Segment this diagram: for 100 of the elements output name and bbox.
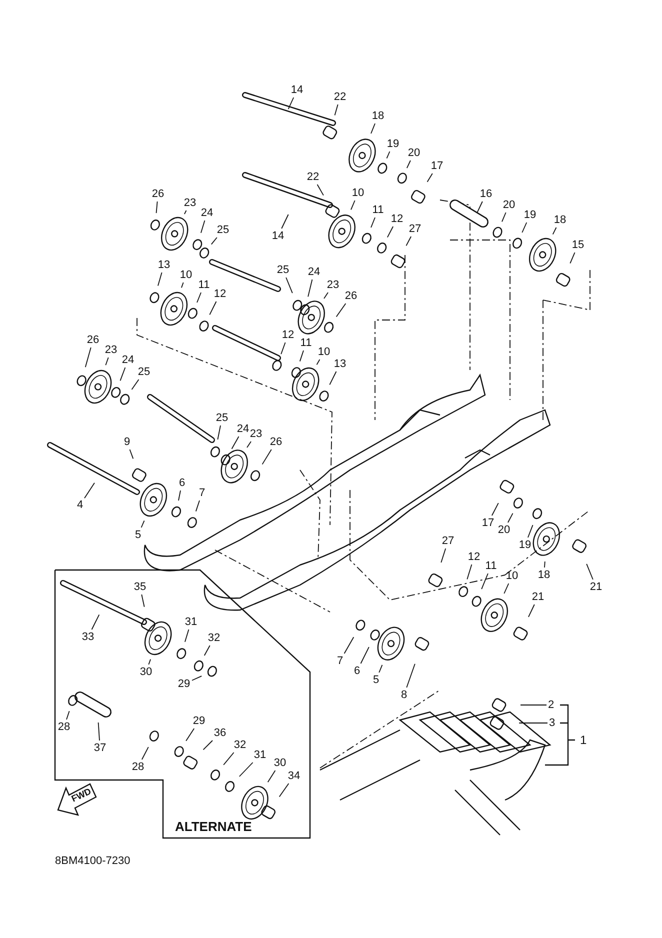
leader-line	[329, 371, 337, 386]
leader-line	[141, 594, 145, 608]
leader-line	[476, 201, 483, 213]
callout-number: 7	[198, 486, 206, 500]
leader-line	[98, 722, 100, 741]
callout-number: 17	[430, 159, 444, 173]
leader-line	[316, 359, 320, 366]
callout-number: 17	[482, 516, 494, 530]
leader-line	[195, 500, 200, 512]
leader-line	[466, 564, 472, 580]
callout-number: 24	[236, 422, 250, 436]
callout-number: 30	[140, 665, 152, 679]
callout-number: 25	[138, 365, 150, 379]
callout-number: 25	[276, 263, 290, 277]
leader-line	[299, 350, 304, 362]
leader-line	[528, 604, 535, 618]
direction-text: FWD	[70, 786, 93, 804]
leader-line	[148, 658, 151, 665]
leader-line	[288, 97, 294, 110]
callout-number: 23	[104, 343, 118, 357]
callout-number: 33	[82, 630, 94, 644]
callout-number: 6	[178, 476, 186, 490]
leader-line	[120, 367, 126, 382]
leader-line	[308, 279, 313, 298]
leader-line	[481, 573, 488, 590]
callout-number: 26	[86, 333, 100, 347]
leader-line	[181, 282, 184, 288]
callout-number: 18	[372, 109, 384, 123]
leader-line	[586, 563, 594, 580]
callout-number: 22	[334, 90, 346, 104]
leader-line	[286, 277, 293, 294]
leader-line	[158, 272, 162, 286]
leader-line	[406, 663, 416, 688]
leader-line	[131, 379, 140, 390]
leader-line	[520, 704, 547, 706]
section-heading: ALTERNATE	[175, 819, 252, 834]
leader-line	[200, 220, 206, 234]
leader-line	[84, 482, 95, 499]
callout-number: 13	[158, 258, 170, 272]
callout-number: 24	[308, 265, 320, 279]
leader-line	[316, 184, 324, 196]
leader-line	[141, 746, 149, 760]
leader-line	[184, 629, 190, 642]
callout-number: 27	[408, 222, 422, 236]
leader-line	[140, 520, 145, 528]
callout-number: 12	[282, 328, 294, 342]
callout-number: 20	[502, 198, 516, 212]
leader-line	[217, 425, 221, 440]
callout-number: 3	[548, 716, 556, 730]
callout-number: 26	[270, 435, 282, 449]
callout-number: 19	[518, 538, 532, 552]
callout-number: 16	[480, 187, 492, 201]
callout-number: 12	[390, 212, 404, 226]
leader-line	[91, 614, 100, 630]
callout-number: 14	[272, 229, 284, 243]
callout-number: 10	[506, 569, 518, 583]
leader-line	[378, 664, 383, 673]
leader-line	[552, 227, 557, 235]
leader-line	[386, 226, 394, 238]
leader-line	[204, 645, 210, 656]
callout-number: 23	[326, 278, 340, 292]
leader-line	[502, 212, 506, 222]
leader-line	[336, 303, 346, 318]
leader-line	[66, 710, 70, 720]
leader-line	[370, 123, 376, 134]
callout-number: 18	[538, 568, 550, 582]
callout-number: 10	[318, 345, 330, 359]
leader-line	[570, 252, 576, 264]
leader-line	[386, 151, 390, 159]
leader-line	[267, 770, 276, 783]
leader-line	[238, 762, 254, 777]
leader-line	[491, 502, 499, 516]
leader-line	[262, 449, 272, 465]
callout-number: 25	[216, 411, 228, 425]
leader-line	[522, 222, 528, 233]
leader-line	[202, 740, 213, 750]
leader-line	[508, 512, 514, 523]
callout-number: 24	[122, 353, 134, 367]
leader-line	[406, 160, 411, 169]
callout-number: 20	[408, 146, 420, 160]
callout-number: 14	[290, 83, 304, 97]
leader-line	[105, 357, 109, 366]
callout-number: 11	[485, 559, 497, 573]
callout-number: 22	[306, 170, 320, 184]
leader-line	[184, 210, 187, 215]
leader-line	[370, 217, 376, 228]
leader-line	[129, 449, 134, 460]
callout-number: 8	[400, 688, 408, 702]
leader-line	[278, 783, 290, 798]
leader-line	[209, 301, 217, 316]
leader-line	[231, 436, 240, 450]
callout-number: 23	[184, 196, 196, 210]
leader-line	[281, 214, 289, 229]
callout-number: 36	[214, 726, 226, 740]
callout-number: 26	[344, 289, 358, 303]
callout-number: 31	[184, 615, 198, 629]
callout-number: 27	[442, 534, 454, 548]
leader-line	[156, 201, 158, 214]
leader-line	[344, 636, 354, 654]
callout-number: 11	[300, 336, 312, 350]
